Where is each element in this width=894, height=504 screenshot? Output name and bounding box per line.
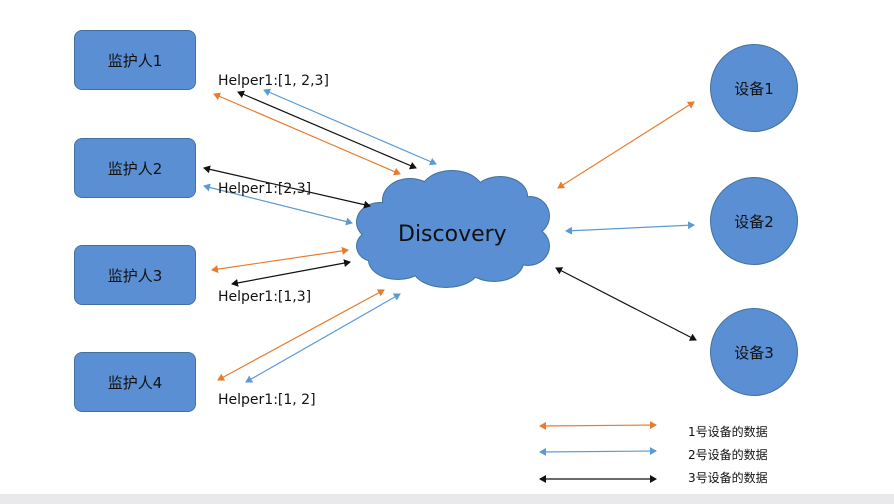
device-circle-2: 设备2 [710, 177, 798, 265]
discovery-cloud [356, 170, 550, 288]
legend-label-1: 1号设备的数据 [688, 425, 768, 439]
legend-arrow-device1 [539, 421, 657, 430]
guardian-label: 监护人4 [107, 373, 163, 392]
arrow-discovery-device3 [555, 267, 697, 341]
arrow-discovery-device2 [565, 221, 695, 235]
helper-label-1: Helper1:[1, 2,3] [218, 73, 329, 89]
arrow-discovery-device1 [557, 101, 695, 189]
helper-label-2: Helper1:[2,3] [218, 181, 312, 197]
legend-label-3: 3号设备的数据 [688, 471, 768, 485]
device-label: 设备1 [734, 79, 774, 98]
device-circle-3: 设备3 [710, 308, 798, 396]
guardian-box-3: 监护人3 [74, 245, 196, 305]
guardian-label: 监护人2 [107, 159, 163, 178]
bottom-bar [0, 494, 894, 504]
discovery-label: Discovery [398, 222, 507, 247]
arrow-guardian3-device1 [211, 246, 349, 274]
arrow-guardian4-device2 [245, 293, 401, 383]
guardian-label: 监护人3 [107, 266, 163, 285]
helper-label-3: Helper1:[1,3] [218, 289, 312, 305]
guardian-box-2: 监护人2 [74, 138, 196, 198]
arrow-guardian1-device2 [263, 88, 437, 166]
guardian-box-4: 监护人4 [74, 352, 196, 412]
device-label: 设备2 [734, 212, 774, 231]
arrow-guardian3-device3 [231, 259, 351, 287]
arrow-guardian1-device3 [237, 90, 417, 170]
legend-label-2: 2号设备的数据 [688, 448, 768, 462]
legend-arrow-device2 [539, 447, 657, 456]
device-circle-1: 设备1 [710, 44, 798, 132]
device-label: 设备3 [734, 343, 774, 362]
arrow-guardian1-device1 [213, 92, 401, 176]
guardian-box-1: 监护人1 [74, 30, 196, 90]
helper-label-4: Helper1:[1, 2] [218, 392, 316, 408]
arrow-guardian2-device2 [203, 183, 353, 226]
guardian-label: 监护人1 [107, 51, 163, 70]
